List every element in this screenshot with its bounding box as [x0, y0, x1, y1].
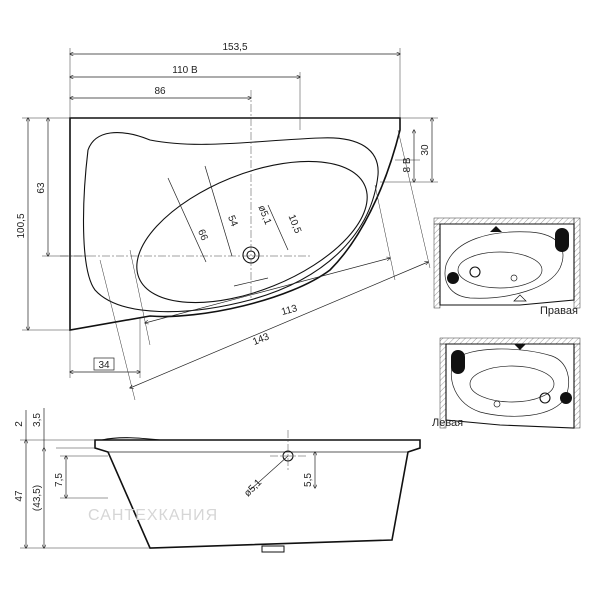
dim-63: 63 [36, 182, 47, 194]
dim-height-total: 100,5 [16, 213, 27, 238]
dim-143: 143 [251, 331, 271, 348]
dim-drain-top: ø5,1 [255, 204, 273, 227]
left-headrest [451, 350, 465, 374]
dim-2: 2 [14, 421, 25, 427]
dim-34: 34 [98, 360, 110, 371]
variant-left: Левая [432, 337, 581, 429]
side-view: ø5,1 5,5 47 (43,5) 2 3,5 7,5 [14, 408, 421, 553]
dim-66: 66 [195, 228, 210, 243]
dim-5-5: 5,5 [303, 473, 314, 487]
drain-pipe [261, 545, 285, 553]
dim-30: 30 [420, 144, 431, 156]
right-headrest [555, 228, 569, 252]
tub-basin [136, 160, 368, 304]
tub-inner-rim [82, 132, 379, 313]
watermark: САНТЕХКАНИЯ [88, 507, 218, 524]
dim-34-box [93, 357, 115, 371]
dim-54: 54 [225, 214, 240, 229]
dim-line-66 [167, 177, 207, 263]
top-view: 153,5 110 B 86 100,5 63 30 8 B 66 54 ø5,… [16, 42, 438, 401]
dim-7-5: 7,5 [54, 473, 65, 487]
label-left: Левая [432, 417, 463, 429]
dim-113: 113 [280, 303, 299, 318]
side-rim-lip [101, 437, 161, 441]
dim-47: 47 [14, 490, 25, 502]
label-right: Правая [540, 305, 578, 317]
left-tub-outline [445, 343, 575, 429]
dim-8b: 8 B [402, 157, 413, 172]
right-control [447, 272, 459, 284]
dim-10-5: 10,5 [286, 213, 304, 236]
dim-43-5: (43,5) [32, 485, 43, 511]
variant-right: Правая [433, 217, 581, 317]
dim-86: 86 [154, 86, 166, 97]
right-tub-outline [439, 223, 575, 306]
dim-110b: 110 B [172, 65, 198, 76]
left-control [560, 392, 572, 404]
dim-overall-length: 153,5 [222, 42, 247, 53]
dim-3-5: 3,5 [32, 413, 43, 427]
tub-side-profile [94, 439, 421, 549]
